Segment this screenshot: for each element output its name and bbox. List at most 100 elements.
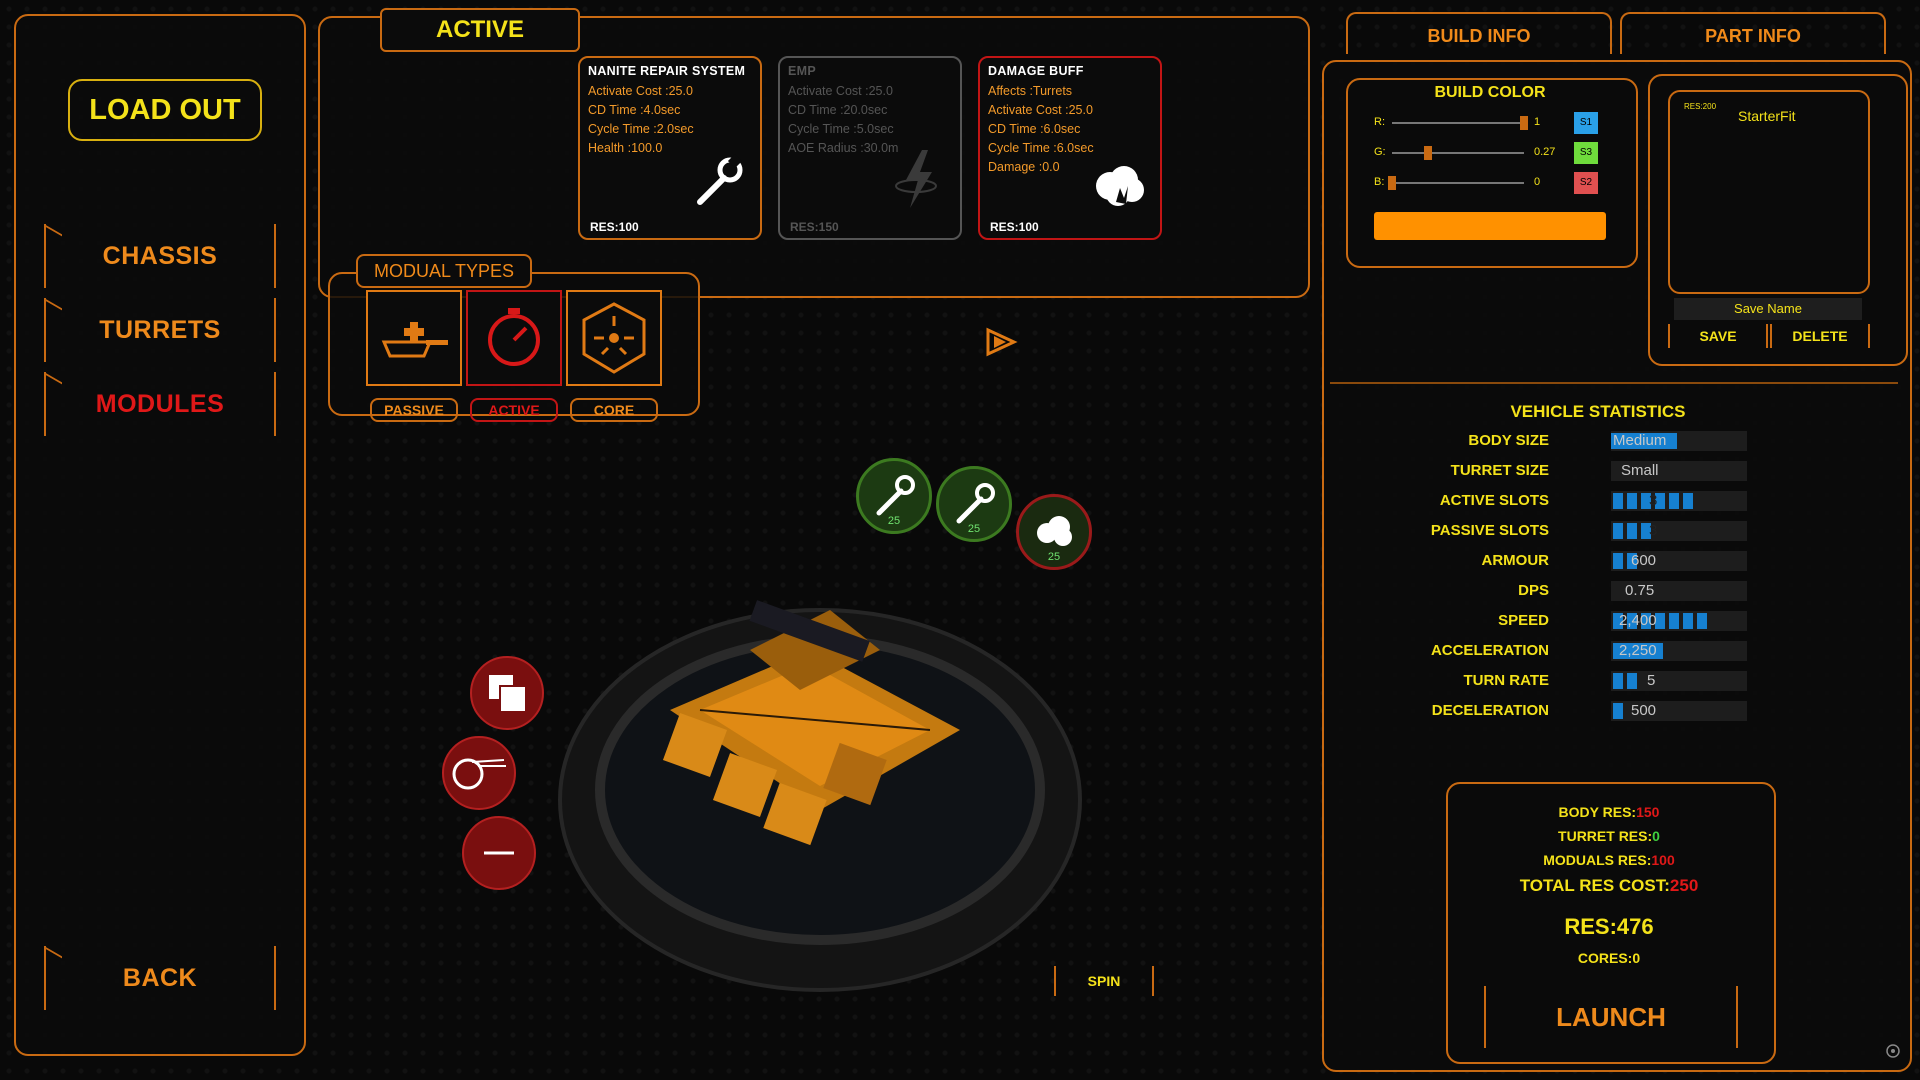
play-icon[interactable]	[984, 326, 1020, 358]
right-panel-divider	[1330, 382, 1898, 384]
stat-bar	[1611, 551, 1747, 571]
active-header: ACTIVE	[435, 16, 524, 43]
r-slider[interactable]	[1392, 122, 1524, 124]
active-type-tile[interactable]	[466, 290, 562, 386]
back-button[interactable]: BACK	[44, 946, 276, 1010]
settings-corner-icon[interactable]	[1884, 1042, 1902, 1060]
r-value: 1	[1534, 116, 1541, 128]
module-card-damage-buff[interactable]: DAMAGE BUFF Affects :Turrets Activate Co…	[978, 56, 1162, 240]
module-res: RES:100	[990, 220, 1039, 234]
swatch-s3[interactable]: S3	[1574, 142, 1598, 164]
moduals-res-label: MODUALS RES:	[1543, 852, 1652, 868]
save-slot-res: RES:200	[1684, 102, 1717, 111]
modual-types-title: MODUAL TYPES	[373, 261, 515, 281]
equipped-slot-1[interactable]: 25	[856, 458, 932, 534]
body-res-value: 150	[1636, 804, 1660, 820]
g-slider[interactable]	[1392, 152, 1524, 154]
module-stat: CD Time :6.0sec	[988, 122, 1081, 136]
spin-label: SPIN	[1087, 973, 1121, 989]
tab-part-info[interactable]: PART INFO	[1620, 12, 1886, 54]
vehicle-stats-title: VEHICLE STATISTICS	[1510, 402, 1686, 421]
passive-tab[interactable]: PASSIVE	[370, 398, 458, 422]
module-card-emp[interactable]: EMP Activate Cost :25.0 CD Time :20.0sec…	[778, 56, 962, 240]
tab-build-info-label: BUILD INFO	[1427, 26, 1531, 46]
stat-value: 500	[1631, 702, 1657, 719]
save-button[interactable]: SAVE	[1668, 324, 1768, 348]
nav-turrets-label: TURRETS	[99, 316, 221, 344]
stat-label: ACTIVE SLOTS	[1439, 492, 1549, 509]
body-res-label: BODY RES:	[1558, 804, 1637, 820]
core-tab[interactable]: CORE	[570, 398, 658, 422]
turret-res-label: TURRET RES:	[1558, 828, 1653, 844]
equipped-slot-3[interactable]: 25	[1016, 494, 1092, 570]
stat-bar	[1611, 461, 1747, 481]
cores-label: CORES:	[1577, 950, 1633, 966]
spin-button[interactable]: SPIN	[1054, 966, 1154, 996]
stat-row-body-size: BODY SIZE Medium	[1445, 430, 1747, 452]
active-tab[interactable]: ACTIVE	[470, 398, 558, 422]
vehicle-model	[662, 600, 960, 846]
stat-row-active-slots: ACTIVE SLOTS 3	[1440, 490, 1747, 512]
r-slider-handle[interactable]	[1520, 116, 1528, 130]
active-header-tab: ACTIVE	[380, 8, 580, 52]
nav-modules[interactable]: MODULES	[44, 372, 276, 436]
loadout-title-frame: LOAD OUT	[68, 79, 262, 141]
stat-bar	[1611, 641, 1747, 661]
module-stat: AOE Radius :30.0m	[788, 141, 899, 155]
stat-label: PASSIVE SLOTS	[1430, 522, 1549, 539]
stat-bar	[1611, 671, 1747, 691]
loadout-title: LOAD OUT	[89, 94, 241, 126]
equipped-slot-2[interactable]: 25	[936, 466, 1012, 542]
stat-bar	[1611, 431, 1747, 451]
module-stat: CD Time :20.0sec	[788, 103, 888, 117]
swatch-s1[interactable]: S1	[1574, 112, 1598, 134]
module-title: NANITE REPAIR SYSTEM	[588, 64, 746, 78]
stat-label: DECELERATION	[1431, 702, 1549, 719]
launch-button[interactable]: LAUNCH	[1484, 986, 1738, 1048]
stat-row-speed: SPEED 2,400	[1445, 610, 1747, 632]
zoom-out-button[interactable]	[462, 816, 536, 890]
total-res-label: TOTAL RES COST:	[1519, 876, 1670, 895]
swatch-s2[interactable]: S2	[1574, 172, 1598, 194]
core-hexagon-icon	[582, 302, 646, 374]
explosion-icon	[1096, 166, 1144, 206]
res-balance-line: RES:476	[1446, 914, 1772, 940]
nav-chassis[interactable]: CHASSIS	[44, 224, 276, 288]
module-card-nanite[interactable]: NANITE REPAIR SYSTEM Activate Cost :25.0…	[578, 56, 762, 240]
explosion-icon	[1037, 516, 1072, 546]
b-label: B:	[1374, 176, 1385, 188]
stat-row-turret-size: TURRET SIZE Small	[1445, 460, 1747, 482]
passive-type-tile[interactable]	[366, 290, 462, 386]
rotate-view-button[interactable]	[442, 736, 516, 810]
b-slider[interactable]	[1392, 182, 1524, 184]
stat-row-acceleration: ACCELERATION 2,250	[1431, 640, 1747, 662]
delete-label: DELETE	[1792, 328, 1848, 344]
stat-value: 600	[1631, 552, 1657, 569]
save-slot-name[interactable]: StarterFit	[1738, 108, 1796, 124]
copy-icon	[487, 673, 527, 713]
g-slider-handle[interactable]	[1424, 146, 1432, 160]
g-label: G:	[1374, 146, 1386, 158]
b-slider-handle[interactable]	[1388, 176, 1396, 190]
tab-build-info[interactable]: BUILD INFO	[1346, 12, 1612, 54]
stat-bar	[1611, 491, 1747, 511]
module-stat: Activate Cost :25.0	[588, 84, 693, 98]
equipped-slot-value: 25	[967, 523, 981, 535]
module-stat: Cycle Time :2.0sec	[588, 122, 694, 136]
save-name-input[interactable]: Save Name	[1674, 298, 1862, 320]
stat-value: 3	[1649, 522, 1658, 539]
stat-row-turn-rate: TURN RATE 5	[1445, 670, 1747, 692]
stat-bar	[1611, 611, 1747, 631]
core-type-tile[interactable]	[566, 290, 662, 386]
nav-turrets[interactable]: TURRETS	[44, 298, 276, 362]
module-stat: Cycle Time :6.0sec	[988, 141, 1094, 155]
back-label: BACK	[122, 964, 198, 992]
copy-view-button[interactable]	[470, 656, 544, 730]
r-label: R:	[1374, 116, 1385, 128]
save-label: SAVE	[1699, 328, 1737, 344]
module-title: DAMAGE BUFF	[988, 64, 1084, 78]
timer-icon	[488, 308, 540, 366]
delete-button[interactable]: DELETE	[1770, 324, 1870, 348]
stat-label: BODY SIZE	[1468, 432, 1549, 449]
stat-row-dps: DPS 0.75	[1445, 580, 1747, 602]
